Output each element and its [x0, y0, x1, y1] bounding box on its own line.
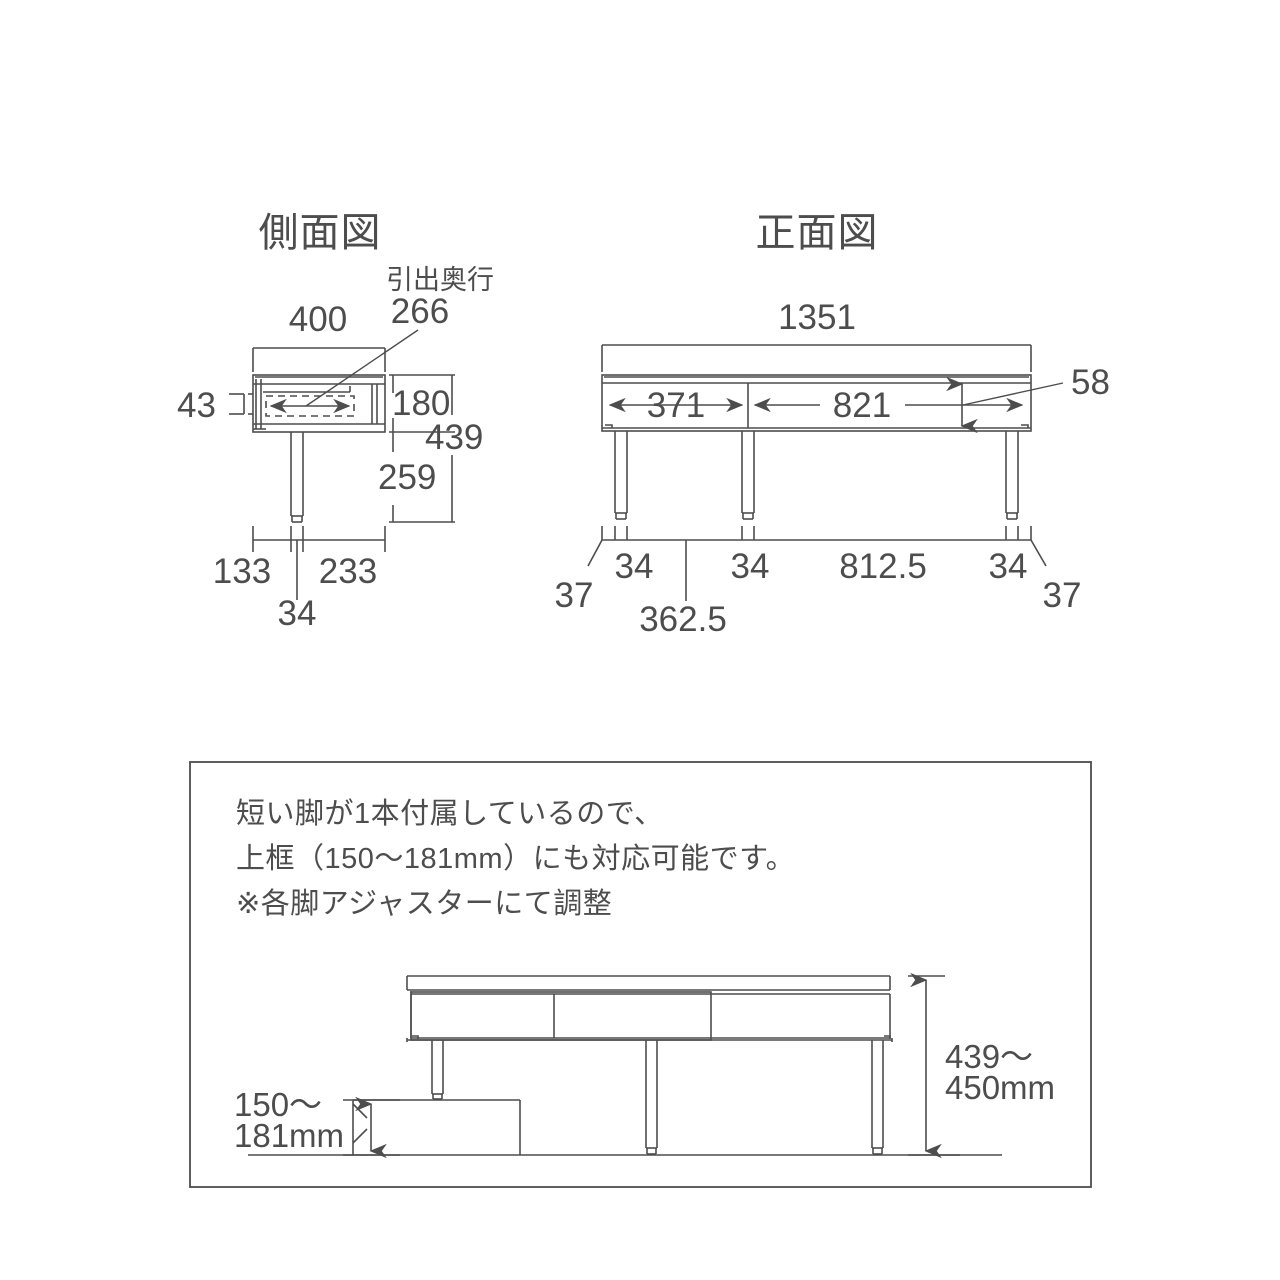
lower-short-leg [431, 1040, 444, 1100]
front-dim-leg1-label: 34 [614, 547, 654, 586]
front-dim-58-leader [962, 382, 1064, 406]
side-callout-label: 引出奥行 [386, 265, 494, 295]
note-line-3: ※各脚アジャスターにて調整 [236, 888, 613, 920]
side-dim-43 [229, 393, 245, 415]
front-dim-1351-label: 1351 [778, 298, 856, 337]
front-leg-middle [741, 431, 755, 520]
front-dim-leg3-label: 34 [988, 547, 1028, 586]
lower-dim-step-line1: 150〜 [234, 1086, 323, 1123]
side-dim-439-label: 439 [425, 418, 484, 457]
side-dim-259-label: 259 [378, 458, 437, 497]
lower-dim-step-height [343, 1096, 400, 1159]
side-view-drawing [229, 329, 455, 600]
lower-leg-right [871, 1040, 884, 1155]
side-cabinet-body [252, 374, 386, 433]
front-dim-bottom [587, 526, 1047, 601]
side-dim-stack [389, 374, 455, 523]
front-dim-371-label: 371 [646, 386, 706, 425]
side-dim-34-label: 34 [277, 594, 317, 633]
side-leg [290, 432, 304, 523]
note-line-1: 短い脚が1本付属しているので、 [236, 798, 664, 830]
front-leg-left [614, 431, 628, 520]
side-drawer-depth-dashed [265, 395, 355, 417]
note-line-2: 上框（150〜181mm）にも対応可能です。 [236, 843, 796, 875]
lower-step-block [352, 1099, 521, 1155]
lower-leg-middle [645, 1040, 658, 1155]
lower-diagram [248, 972, 1002, 1159]
side-dim-233-label: 233 [318, 552, 378, 591]
front-dim-37-right-label: 37 [1042, 576, 1082, 615]
front-view-drawing [587, 344, 1064, 601]
side-dim-180-label: 180 [392, 384, 451, 423]
side-dim-base [252, 526, 386, 600]
front-view-title: 正面図 [755, 211, 879, 255]
side-dim-133-label: 133 [212, 552, 272, 591]
side-callout-value: 266 [390, 292, 450, 331]
note-panel-box [189, 761, 1092, 1188]
lower-dim-cabinet-line2: 450mm [945, 1069, 1056, 1106]
front-leg-right [1005, 431, 1019, 520]
lower-cabinet-body [406, 975, 893, 1042]
lower-dim-cabinet-line1: 439〜 [945, 1038, 1034, 1075]
front-dim-37-left-label: 37 [554, 576, 594, 615]
front-dim-812-5-label: 812.5 [839, 547, 927, 586]
side-dim-400 [252, 347, 386, 372]
lower-dim-cabinet-height [908, 972, 960, 1159]
side-dim-43-label: 43 [177, 386, 216, 425]
front-dim-362-5-label: 362.5 [639, 600, 727, 639]
front-dim-821-label: 821 [832, 386, 892, 425]
front-dim-58-label: 58 [1071, 363, 1110, 402]
front-dim-1351 [601, 344, 1032, 372]
side-dim-400-label: 400 [288, 300, 348, 339]
front-dim-leg2-label: 34 [730, 547, 770, 586]
lower-dim-step-line2: 181mm [234, 1117, 345, 1154]
side-callout-leader [305, 329, 419, 407]
side-view-title: 側面図 [258, 211, 382, 255]
